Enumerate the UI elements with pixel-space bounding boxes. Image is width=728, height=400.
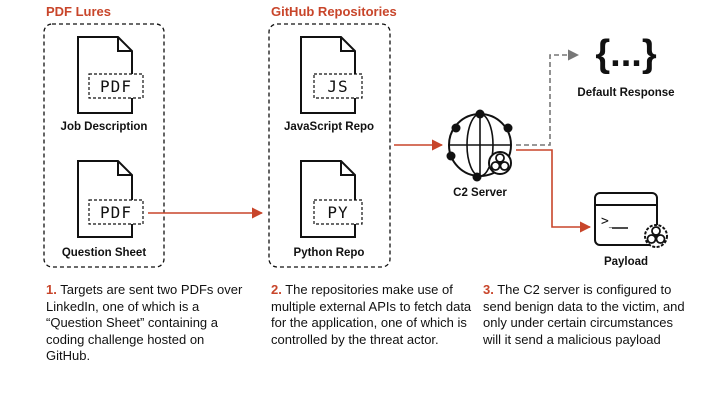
github-repositories-heading: GitHub Repositories <box>271 4 397 19</box>
step-number: 2. <box>271 282 282 297</box>
pdf-lures-heading: PDF Lures <box>46 4 111 19</box>
step-3-caption: 3. The C2 server is configured to send b… <box>483 282 688 348</box>
c2-server-node: C2 Server <box>446 109 513 199</box>
step-number: 1. <box>46 282 57 297</box>
document-icon <box>300 160 356 238</box>
document-label: Question Sheet <box>62 247 147 259</box>
document-label: Python Repo <box>294 247 365 259</box>
step-1-caption: 1. Targets are sent two PDFs over Linked… <box>46 282 251 365</box>
terminal-prompt: >_ <box>601 214 617 229</box>
step-text: Targets are sent two PDFs over LinkedIn,… <box>46 282 243 363</box>
question-sheet-document: PDF Question Sheet <box>62 160 147 259</box>
document-tag: PDF <box>100 203 132 222</box>
document-label: Job Description <box>61 121 148 133</box>
step-number: 3. <box>483 282 494 297</box>
default-response-label: Default Response <box>577 87 674 99</box>
python-repo-document: PY Python Repo <box>294 160 365 259</box>
biohazard-icon <box>644 224 668 248</box>
document-tag: PY <box>327 203 348 222</box>
step-text: The repositories make use of multiple ex… <box>271 282 472 347</box>
payload-node: >_ Payload <box>594 192 668 268</box>
payload-label: Payload <box>604 256 648 268</box>
default-response-arrow <box>516 49 580 146</box>
github-repos-group <box>268 23 391 268</box>
c2-server-label: C2 Server <box>453 187 507 199</box>
pdf-lures-group <box>43 23 165 268</box>
step-text: The C2 server is configured to send beni… <box>483 282 685 347</box>
terminal-window-icon: >_ <box>594 192 658 246</box>
document-tag: JS <box>327 77 348 96</box>
default-response-node: {...} Default Response <box>577 33 674 99</box>
job-description-document: PDF Job Description <box>61 36 148 133</box>
document-icon <box>77 160 133 238</box>
document-label: JavaScript Repo <box>284 121 374 133</box>
curly-braces-icon: {...} <box>595 33 656 75</box>
document-tag: PDF <box>100 77 132 96</box>
step-2-caption: 2. The repositories make use of multiple… <box>271 282 476 348</box>
javascript-repo-document: JS JavaScript Repo <box>284 36 374 133</box>
payload-arrow <box>516 149 592 233</box>
biohazard-icon <box>488 151 512 175</box>
